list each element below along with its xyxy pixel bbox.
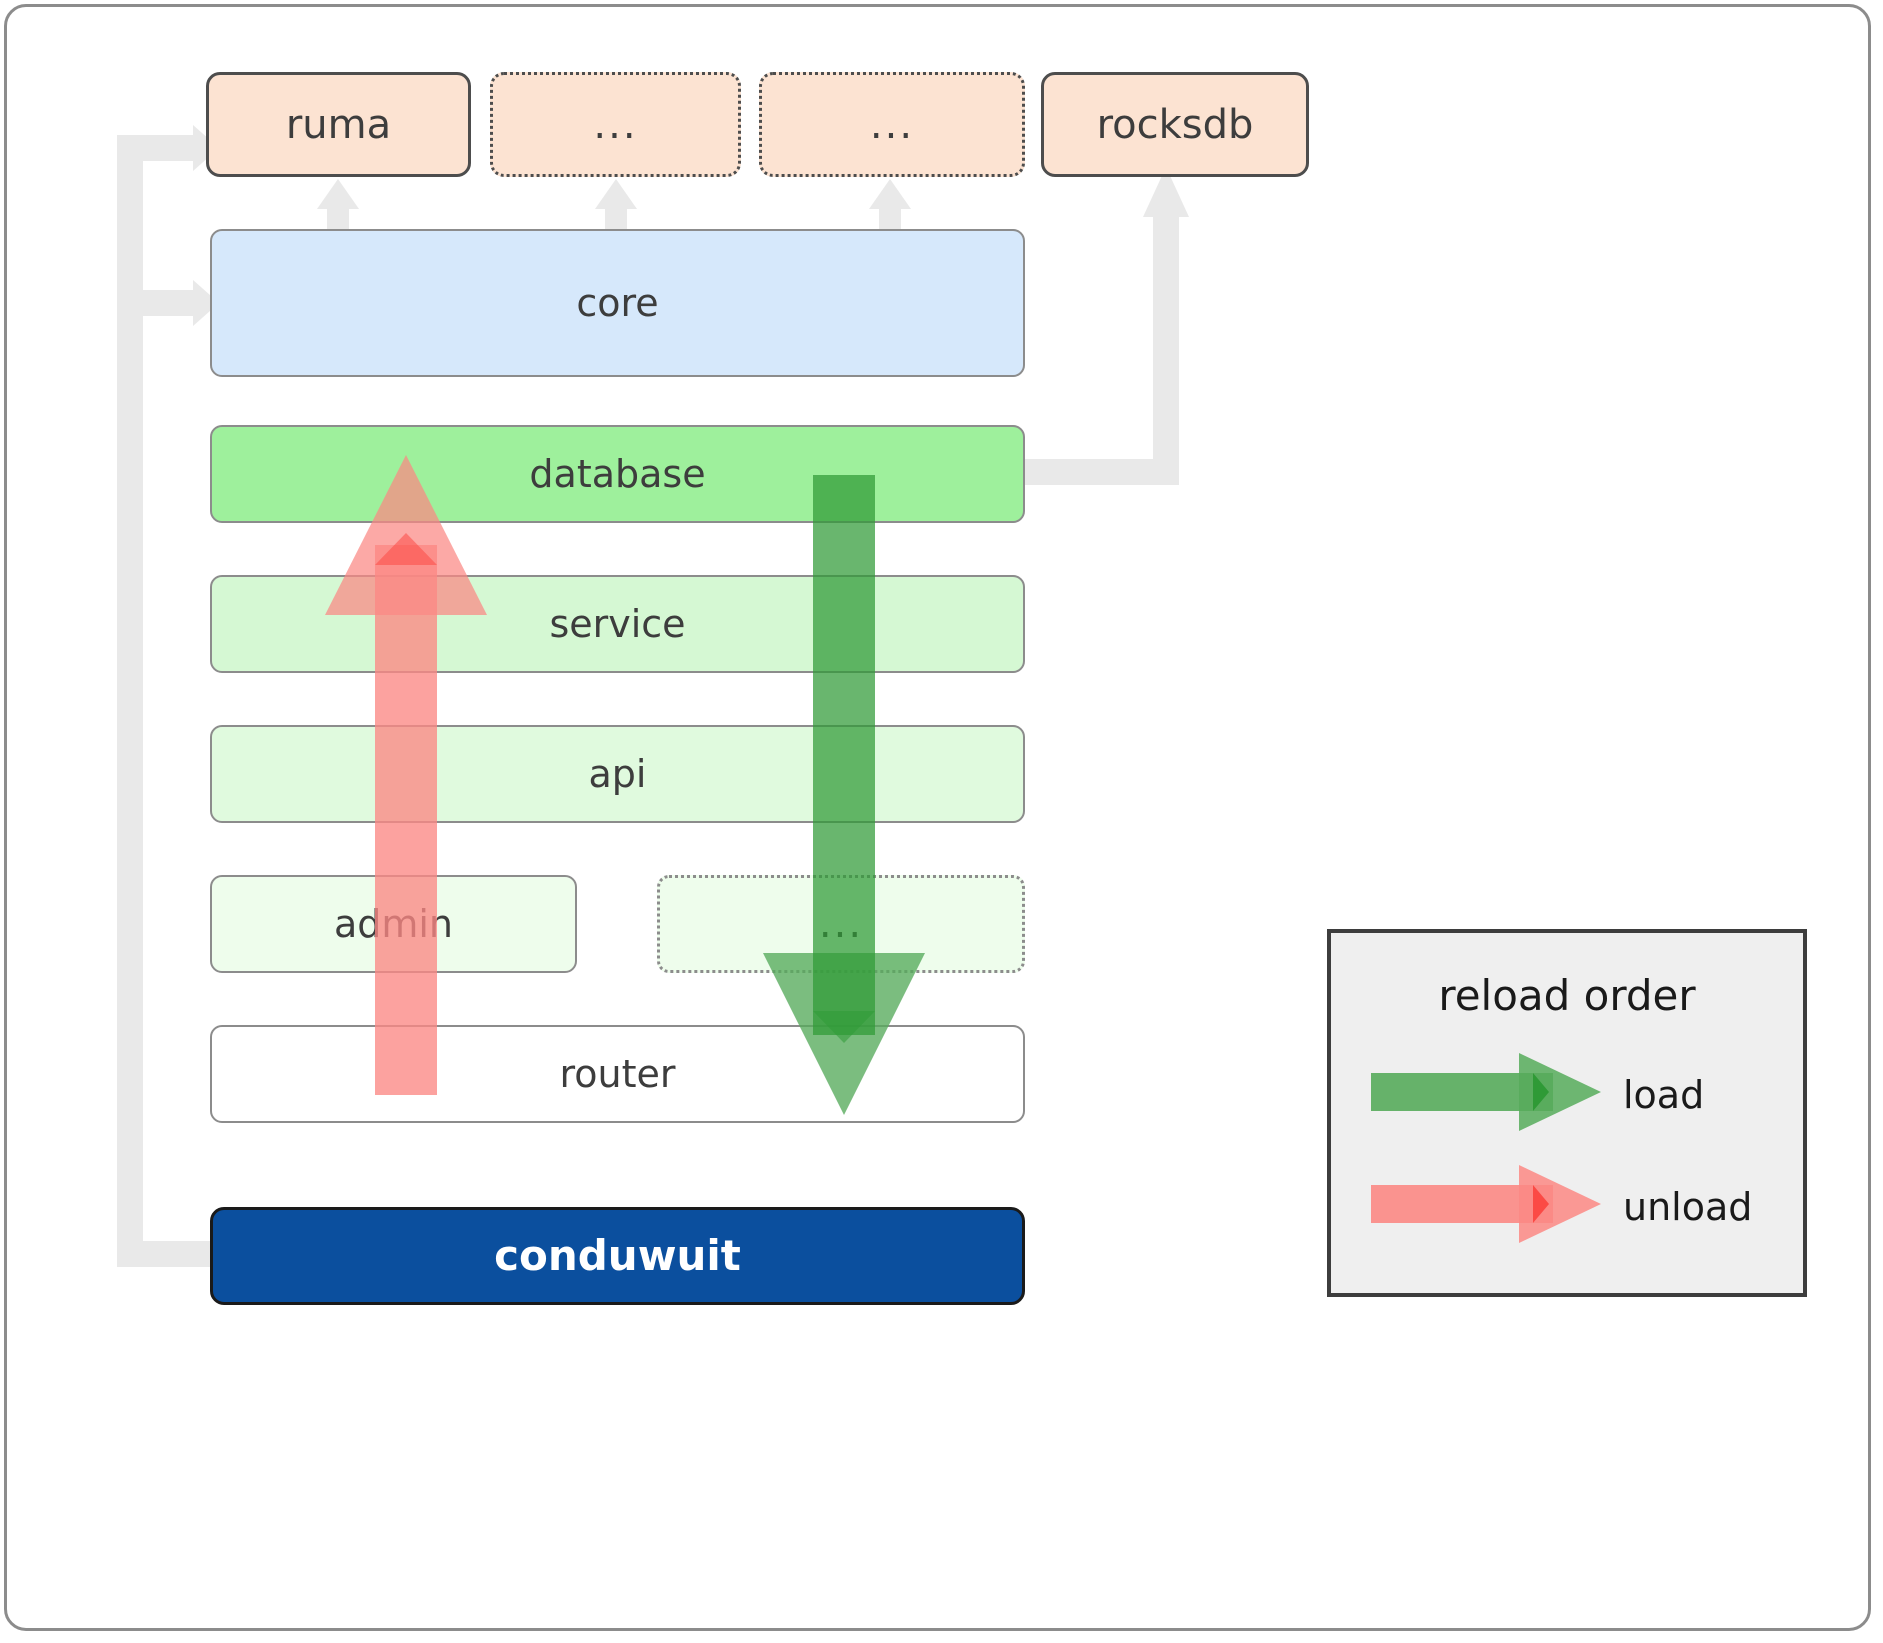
layer-label-api: api [588, 752, 647, 796]
flow-arrow-unload-notch [375, 533, 437, 565]
connector-core-ellipsis1-head [595, 179, 637, 209]
legend-arrow-load-notch [1533, 1073, 1549, 1111]
root-label-conduwuit: conduwuit [494, 1231, 741, 1280]
connector-to-ruma-stem [117, 135, 203, 161]
connector-db-rocksdb-horizontal [1021, 459, 1179, 485]
legend-arrow-load-head [1519, 1053, 1601, 1131]
legend-panel: reload order load unload [1327, 929, 1807, 1297]
layer-box-api[interactable]: api [210, 725, 1025, 823]
root-box-conduwuit[interactable]: conduwuit [210, 1207, 1025, 1305]
connector-core-ellipsis1-stem [605, 203, 627, 235]
dependency-label-ellipsis-1: ... [593, 101, 638, 148]
dependency-label-ellipsis-2: ... [869, 101, 915, 148]
flow-arrow-load [763, 475, 925, 1115]
legend-arrow-load-stem [1371, 1073, 1553, 1111]
dependency-label-rocksdb: rocksdb [1096, 101, 1254, 148]
legend-title: reload order [1438, 971, 1696, 1020]
connector-core-ellipsis2-head [869, 179, 911, 209]
connector-core-ruma-head [317, 179, 359, 209]
flow-arrow-unload [325, 455, 487, 1095]
legend-arrow-unload-head [1519, 1165, 1601, 1243]
flow-arrow-load-stem [813, 475, 875, 1035]
connector-core-ruma-stem [327, 203, 349, 235]
diagram-frame: ruma ... ... rocksdb core database servi… [4, 4, 1871, 1631]
legend-arrow-unload-stem [1371, 1185, 1553, 1223]
layer-box-database[interactable]: database [210, 425, 1025, 523]
legend-arrow-unload [1371, 1165, 1601, 1243]
layer-label-core: core [576, 281, 659, 325]
layer-label-router: router [559, 1052, 676, 1096]
flow-arrow-load-notch [813, 1011, 875, 1043]
layer-box-router[interactable]: router [210, 1025, 1025, 1123]
dependency-box-ellipsis-2[interactable]: ... [759, 72, 1025, 177]
legend-arrow-load [1371, 1053, 1601, 1131]
dependency-box-ellipsis-1[interactable]: ... [490, 72, 741, 177]
connector-core-ellipsis2-stem [879, 203, 901, 235]
legend-arrow-unload-notch [1533, 1185, 1549, 1223]
layer-label-database: database [529, 452, 706, 496]
connector-left-spine [117, 135, 143, 1267]
dependency-box-rocksdb[interactable]: rocksdb [1041, 72, 1309, 177]
layer-box-core[interactable]: core [210, 229, 1025, 377]
connector-to-core-stem [117, 290, 203, 316]
connector-db-rocksdb-vertical [1153, 215, 1179, 485]
legend-label-load: load [1623, 1073, 1705, 1117]
dependency-box-ruma[interactable]: ruma [206, 72, 471, 177]
flow-arrow-unload-stem [375, 545, 437, 1095]
layer-label-service: service [549, 602, 686, 646]
dependency-label-ruma: ruma [285, 101, 392, 148]
legend-label-unload: unload [1623, 1185, 1753, 1229]
